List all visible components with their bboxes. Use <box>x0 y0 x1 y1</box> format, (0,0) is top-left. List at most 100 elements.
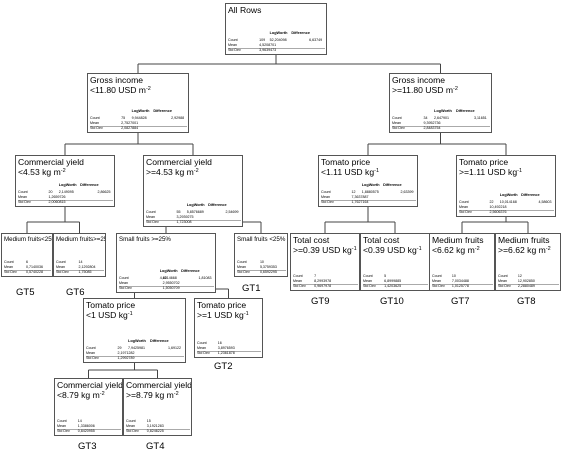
stat-value-sd: 1,0125778 <box>451 284 469 288</box>
stat-label-mean: Mean <box>363 279 372 283</box>
stat-label-sd: Std Dev <box>86 356 99 360</box>
stat-value-count: 5 <box>384 274 387 278</box>
stat-value-count: 16 <box>217 341 222 345</box>
stat-label-count: Count <box>119 276 129 280</box>
node-split-label: Small fruits <25% <box>237 236 286 243</box>
stat-label-count: Count <box>228 38 238 42</box>
stat-label-sd: Std Dev <box>363 284 376 288</box>
stat-value-count: 55 <box>176 210 181 214</box>
stat-value-count: 7 <box>314 274 317 278</box>
stats-divider <box>432 284 493 285</box>
stat-label-mean: Mean <box>228 43 237 47</box>
group-label-gt10: GT10 <box>380 296 404 307</box>
stat-value-mean: 2,1971282 <box>117 351 135 355</box>
stat-label-mean: Mean <box>498 279 507 283</box>
stats-divider <box>119 286 214 287</box>
stat-value-logworth: 4,6214668 <box>159 276 177 280</box>
stat-label-sd: Std Dev <box>237 270 250 274</box>
stat-label-count: Count <box>18 190 28 194</box>
stat-label-count: Count <box>237 260 247 264</box>
stat-value-mean: 3,8976593 <box>217 346 235 350</box>
stats-divider <box>57 429 121 430</box>
stat-label-sd: Std Dev <box>293 284 306 288</box>
node-split-label: Total cost>=0.39 USD kg-1 <box>293 235 357 255</box>
stat-value-mean: 2,7527001 <box>121 121 139 125</box>
stat-value-sd: 1,4203625 <box>384 284 402 288</box>
stats-divider <box>392 126 490 127</box>
stat-value-count: 29 <box>117 346 122 350</box>
stat-label-count: Count <box>459 200 469 204</box>
stats-divider <box>18 200 113 201</box>
stat-value-sd: 1,2992789 <box>117 356 135 360</box>
node-split-label: Gross income<11.80 USD m-2 <box>90 75 151 95</box>
logworth-header: LogWorth <box>361 183 380 187</box>
logworth-header: LogWorth <box>186 203 205 207</box>
stat-label-sd: Std Dev <box>90 126 103 130</box>
stat-value-mean: 1,2659726 <box>48 195 66 199</box>
stat-label-mean: Mean <box>146 215 155 219</box>
node-split-label: Tomato price<1 USD kg-1 <box>86 300 136 320</box>
group-label-gt3: GT3 <box>78 441 97 452</box>
stat-value-mean: 8,2993978 <box>314 279 332 283</box>
stat-label-sd: Std Dev <box>146 220 159 224</box>
stats-divider <box>363 284 428 285</box>
stats-divider <box>56 270 104 271</box>
stat-label-mean: Mean <box>237 265 246 269</box>
stats-divider <box>90 126 187 127</box>
stat-label-sd: Std Dev <box>18 200 31 204</box>
stat-label-sd: Std Dev <box>498 284 511 288</box>
stat-value-sd: 2,2880489 <box>517 284 535 288</box>
stat-value-count: 22 <box>489 200 494 204</box>
group-label-gt5: GT5 <box>16 287 35 298</box>
stats-divider <box>498 284 559 285</box>
stat-value-difference: 2,63399 <box>400 190 414 194</box>
stat-value-sd: 2,0827884 <box>121 126 139 130</box>
node-split-label: Medium fruits>=6.62 kg m-2 <box>498 235 551 255</box>
stat-label-count: Count <box>56 260 66 264</box>
logworth-header: LogWorth <box>128 339 146 343</box>
tree-node-mf-ge: Medium fruits>=25% Count14Mean2,1292804St… <box>53 233 106 277</box>
stat-value-mean: 3,2939275 <box>176 215 194 219</box>
stat-value-difference: 2,54699 <box>225 210 239 214</box>
stat-value-sd: 1,5050709 <box>162 286 180 290</box>
node-split-label: Small fruits >=25% <box>119 236 171 243</box>
stat-value-mean: 6,8999885 <box>384 279 402 283</box>
stat-value-count: 45 <box>162 276 167 280</box>
stat-value-count: 12 <box>517 274 522 278</box>
stat-value-sd: 0,6592295 <box>259 270 277 274</box>
stat-label-sd: Std Dev <box>321 200 334 204</box>
group-label-gt9: GT9 <box>311 296 330 307</box>
stat-value-logworth: 52,204098 <box>269 38 287 42</box>
stat-label-mean: Mean <box>90 121 99 125</box>
stat-value-sd: 0,8420955 <box>77 429 95 433</box>
stat-label-mean: Mean <box>459 205 468 209</box>
stat-label-count: Count <box>432 274 442 278</box>
stat-value-mean: 4,5208701 <box>259 43 277 47</box>
difference-header: Difference <box>150 339 169 343</box>
difference-header: Difference <box>521 193 540 197</box>
stat-label-sd: Std Dev <box>432 284 445 288</box>
stat-value-sd: 0,5740228 <box>26 270 44 274</box>
stat-label-count: Count <box>146 210 156 214</box>
difference-header: Difference <box>456 109 475 113</box>
node-split-label: Commercial yield>=8.79 kg m-2 <box>126 380 192 400</box>
difference-header: Difference <box>181 269 200 273</box>
stat-value-mean: 0,7140036 <box>26 265 44 269</box>
node-split-label: Medium fruits>=25% <box>56 236 105 243</box>
difference-header: Difference <box>153 109 172 113</box>
